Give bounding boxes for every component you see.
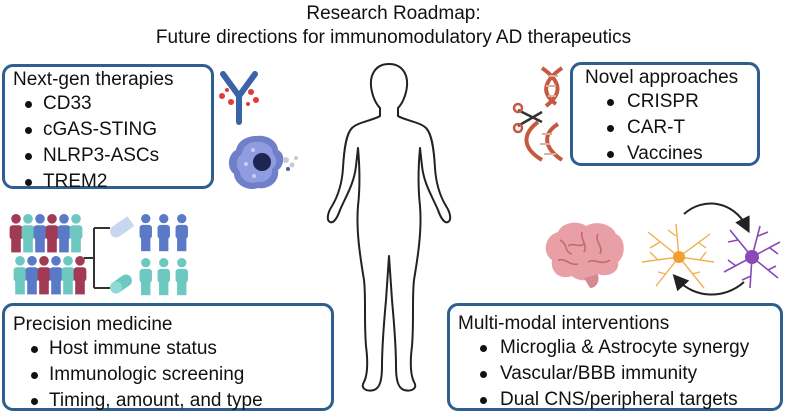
list-item: CD33 [13, 91, 203, 117]
macrophage-icon [228, 135, 298, 190]
list-item: CAR-T [585, 115, 745, 141]
patient-group-blue-icon [139, 214, 188, 252]
pill-icon [110, 216, 135, 294]
panel-heading: Next-gen therapies [13, 69, 174, 90]
antibody-icon [219, 71, 259, 125]
list-item: NLRP3-ASCs [13, 143, 203, 169]
person-figure [175, 214, 188, 252]
list-item: Microglia & Astrocyte synergy [458, 335, 772, 361]
person-figure [37, 256, 51, 295]
panel-heading: Novel approaches [585, 67, 739, 88]
bracket-icon [84, 227, 110, 289]
person-figure [61, 256, 75, 295]
human-body-icon [326, 63, 452, 392]
person-figure [139, 214, 152, 252]
person-figure [139, 258, 152, 296]
list-item: Dual CNS/peripheral targets [458, 387, 772, 413]
list-item: Immunologic screening [13, 362, 323, 388]
list-item: Timing, amount, and type [13, 388, 323, 414]
cycle-arrows-icon [672, 202, 750, 296]
person-figure [57, 214, 71, 253]
person-figure [157, 214, 170, 252]
person-figure [9, 214, 23, 253]
microglia-icon [723, 225, 781, 289]
person-figure [21, 214, 35, 253]
title-line-2: Future directions for immunomodulatory A… [155, 27, 632, 48]
novel-approaches-panel: Novel approaches CRISPR CAR-T Vaccines [570, 62, 760, 166]
person-figure [13, 256, 27, 295]
list-item: Vascular/BBB immunity [458, 361, 772, 387]
list-item: Vaccines [585, 141, 745, 167]
panel-heading: Multi-modal interventions [458, 313, 670, 334]
next-gen-therapies-panel: Next-gen therapies CD33 cGAS-STING NLRP3… [2, 64, 214, 192]
list-item: CRISPR [585, 89, 745, 115]
person-figure [157, 258, 170, 296]
person-figure [49, 256, 63, 295]
panel-heading: Precision medicine [13, 314, 173, 335]
list-item: Host immune status [13, 336, 323, 362]
multi-modal-interventions-panel: Multi-modal interventions Microglia & As… [447, 303, 783, 411]
list-item: TREM2 [13, 169, 203, 195]
person-figure [69, 214, 83, 253]
list-item: cGAS-STING [13, 117, 203, 143]
patient-group-teal-icon [139, 258, 188, 296]
title-line-1: Research Roadmap: [306, 3, 481, 24]
dna-scissors-icon [512, 66, 564, 162]
precision-medicine-panel: Precision medicine Host immune status Im… [2, 303, 334, 411]
person-figure [25, 256, 39, 295]
brain-icon [545, 222, 624, 288]
person-figure [33, 214, 47, 253]
person-figure [175, 258, 188, 296]
astrocyte-icon [641, 223, 715, 289]
person-figure [45, 214, 59, 253]
patient-group-icon [9, 214, 87, 295]
person-figure [73, 256, 87, 295]
